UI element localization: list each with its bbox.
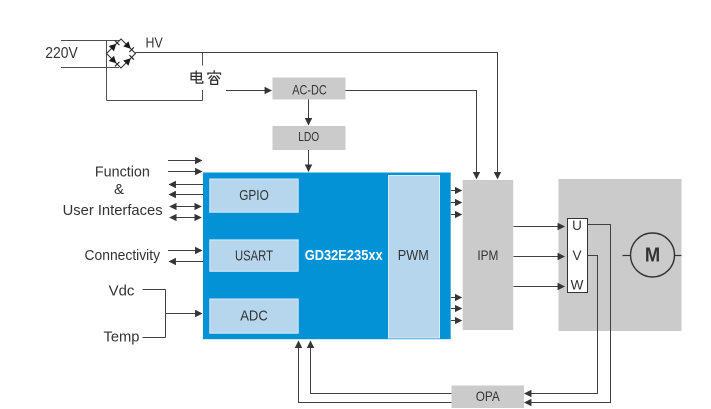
svg-text:Function: Function — [95, 163, 150, 180]
svg-text:ADC: ADC — [240, 308, 268, 325]
svg-text:W: W — [571, 277, 584, 292]
svg-text:Temp: Temp — [104, 328, 140, 345]
svg-text:PWM: PWM — [398, 247, 429, 264]
svg-text:M: M — [645, 245, 660, 267]
svg-text:V: V — [572, 248, 581, 263]
svg-text:USART: USART — [235, 247, 273, 264]
svg-text:GPIO: GPIO — [239, 187, 269, 204]
svg-text:Vdc: Vdc — [109, 282, 135, 299]
svg-text:Connectivity: Connectivity — [85, 247, 161, 264]
svg-text:User Interfaces: User Interfaces — [63, 202, 163, 219]
svg-text:220V: 220V — [45, 45, 78, 62]
svg-text:U: U — [572, 218, 582, 233]
svg-text:GD32E235xx: GD32E235xx — [305, 248, 383, 264]
svg-text:AC-DC: AC-DC — [292, 81, 327, 97]
svg-text:OPA: OPA — [476, 388, 501, 404]
svg-text:LDO: LDO — [298, 129, 319, 144]
svg-text:&: & — [114, 181, 124, 198]
svg-text:IPM: IPM — [477, 247, 498, 263]
svg-text:HV: HV — [146, 35, 163, 52]
